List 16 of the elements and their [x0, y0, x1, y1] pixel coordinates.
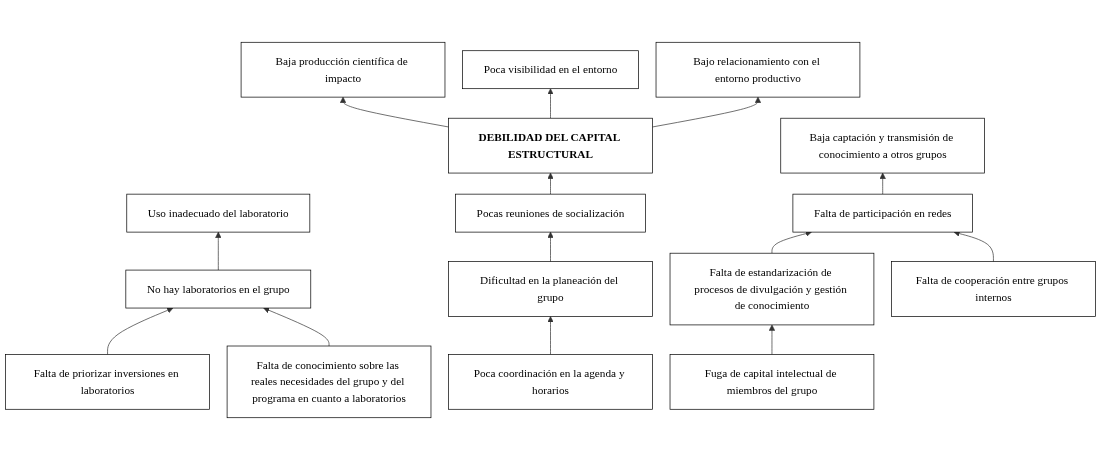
node-box: Bajo relacionamiento con el entorno productivo — [655, 41, 861, 98]
node-box: Fuga de capital intelectual de miembros del grupo — [669, 354, 875, 410]
node-box: Baja producción científica de impacto — [240, 41, 446, 98]
node-box: Falta de priorizar inversiones en laboratorios — [5, 354, 210, 410]
node-box: No hay laboratorios en el grupo — [125, 269, 312, 309]
node-box: Falta de estandarización de procesos de divulgación y gestión de conocimiento — [669, 252, 875, 326]
node-box: Poca visibilidad en el entorno — [462, 50, 639, 90]
node-box: Uso inadecuado del laboratorio — [126, 193, 311, 233]
node-box: Falta de conocimiento sobre las reales necesidades del grupo y del programa en cuanto a laboratorios — [226, 345, 432, 419]
node-box: Pocas reuniones de socialización — [455, 193, 646, 233]
node-box: Baja captación y transmisión de conocimiento a otros grupos — [780, 117, 985, 174]
node-box: Dificultad en la planeación del grupo — [448, 261, 653, 317]
node-box: Falta de cooperación entre grupos internos — [891, 261, 1096, 317]
node-box: DEBILIDAD DEL CAPITAL ESTRUCTURAL — [448, 117, 653, 174]
node-box: Falta de participación en redes — [792, 193, 973, 233]
node-box: Poca coordinación en la agenda y horarios — [448, 354, 653, 410]
